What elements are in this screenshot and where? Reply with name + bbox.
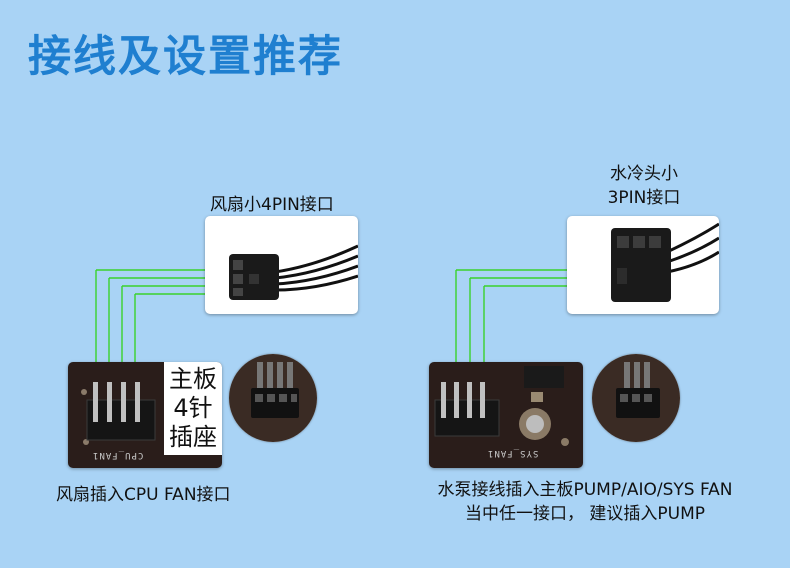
- pump-connector-label-line-1: 水冷头小: [610, 164, 678, 184]
- page-title: 接线及设置推荐: [28, 32, 343, 82]
- cpu-fan-closeup-photo: [229, 354, 317, 442]
- header-label-line-2: 4针: [173, 394, 213, 422]
- pump-3pin-connector-icon: [611, 222, 719, 302]
- right-caption-line-2: 当中任一接口， 建议插入PUMP: [464, 504, 706, 524]
- sys-fan-closeup-photo: [592, 354, 680, 442]
- fan-4pin-connector-icon: [229, 244, 358, 300]
- pump-connector-label-line-2: 3PIN接口: [607, 188, 681, 208]
- right-caption-line-1: 水泵接线插入主板PUMP/AIO/SYS FAN: [437, 480, 733, 500]
- sys-fan-plug-closeup-icon: [592, 354, 680, 442]
- board-4pin-header-icon: [81, 372, 216, 445]
- left-caption: 风扇插入CPU FAN接口: [56, 485, 231, 505]
- header-label-line-1: 主板: [169, 365, 217, 393]
- board-sys-fan-header-icon: [434, 366, 569, 446]
- right-caption: 水泵接线插入主板PUMP/AIO/SYS FAN 当中任一接口， 建议插入PUM…: [395, 478, 775, 526]
- cpu-fan-silkscreen: CPU_FAN1: [92, 450, 144, 460]
- sys-fan-silkscreen: SYS_FAN1: [487, 448, 539, 458]
- cpu-fan-header-photo: CPU_FAN1 主板 4针 插座: [68, 362, 222, 468]
- pump-connector-photo: [567, 216, 719, 314]
- cpu-fan-plug-closeup-icon: [229, 354, 317, 442]
- fan-connector-photo: [205, 216, 358, 314]
- header-label-line-3: 插座: [169, 423, 217, 451]
- fan-connector-label: 风扇小4PIN接口: [210, 195, 334, 215]
- pump-connector-label: 水冷头小 3PIN接口: [584, 162, 704, 210]
- header-label: 主板 4针 插座: [164, 362, 222, 455]
- sys-fan-header-photo: SYS_FAN1: [429, 362, 583, 468]
